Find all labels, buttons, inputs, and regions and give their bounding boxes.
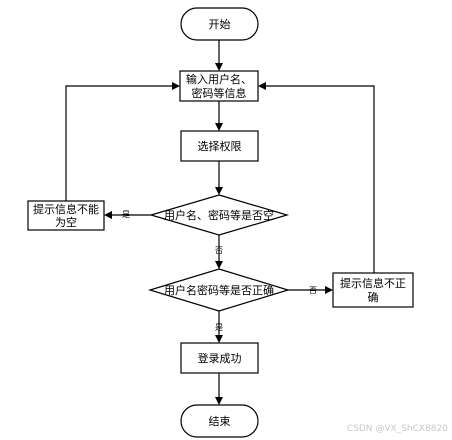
- input-label-line2: 密码等信息: [192, 86, 247, 100]
- edge-label-correct-yes: 是: [215, 323, 223, 332]
- edge-label-correct-no: 否: [309, 286, 317, 295]
- warn-incorrect-label-line1: 提示信息不正: [340, 276, 406, 290]
- terminator-shape: [180, 404, 259, 438]
- node-end: 结束: [180, 404, 259, 438]
- process-shape: [180, 130, 259, 162]
- arrowhead: [215, 63, 223, 71]
- arrowhead: [215, 335, 223, 343]
- node-select-permission: 选择权限: [180, 130, 259, 162]
- process-shape: [179, 70, 259, 102]
- edge-warnempty-input: [65, 85, 172, 201]
- end-label: 结束: [209, 415, 231, 428]
- node-check-empty: 用户名、密码等是否空: [148, 194, 290, 236]
- edge-label-empty-yes: 是: [122, 210, 130, 219]
- login-success-label: 登录成功: [198, 351, 242, 365]
- decision-shape: [148, 194, 290, 236]
- start-label: 开始: [209, 17, 231, 31]
- arrowhead: [215, 261, 223, 269]
- arrowhead: [215, 397, 223, 405]
- watermark: CSDN @VX_ShCX8820: [346, 424, 448, 434]
- process-shape: [332, 272, 414, 308]
- edge-label-empty-no: 否: [215, 246, 223, 255]
- node-warn-empty: 提示信息不能 为空: [27, 200, 105, 231]
- arrowhead: [258, 82, 266, 90]
- connectors: [65, 40, 375, 405]
- process-shape: [27, 200, 105, 231]
- select-permission-label: 选择权限: [198, 139, 242, 153]
- arrowhead: [215, 123, 223, 131]
- process-shape: [180, 342, 259, 374]
- node-start: 开始: [180, 7, 259, 41]
- arrowhead: [325, 286, 333, 294]
- node-check-correct: 用户名密码等是否正确: [147, 268, 291, 312]
- arrowhead: [104, 211, 112, 219]
- node-login-success: 登录成功: [180, 342, 259, 374]
- node-warn-incorrect: 提示信息不正 确: [332, 272, 414, 308]
- arrowhead: [215, 187, 223, 195]
- arrowhead: [172, 82, 180, 90]
- warn-empty-label-line2: 为空: [55, 215, 77, 229]
- edge-warnincorrect-input: [266, 85, 375, 273]
- decision-shape: [147, 268, 291, 312]
- check-empty-label: 用户名、密码等是否空: [164, 208, 274, 222]
- warn-incorrect-label-line2: 确: [368, 291, 379, 304]
- node-input: 输入用户名、 密码等信息: [179, 70, 259, 102]
- warn-empty-label-line1: 提示信息不能: [33, 202, 99, 216]
- input-label-line1: 输入用户名、: [186, 72, 252, 86]
- terminator-shape: [180, 7, 259, 41]
- check-correct-label: 用户名密码等是否正确: [164, 283, 274, 297]
